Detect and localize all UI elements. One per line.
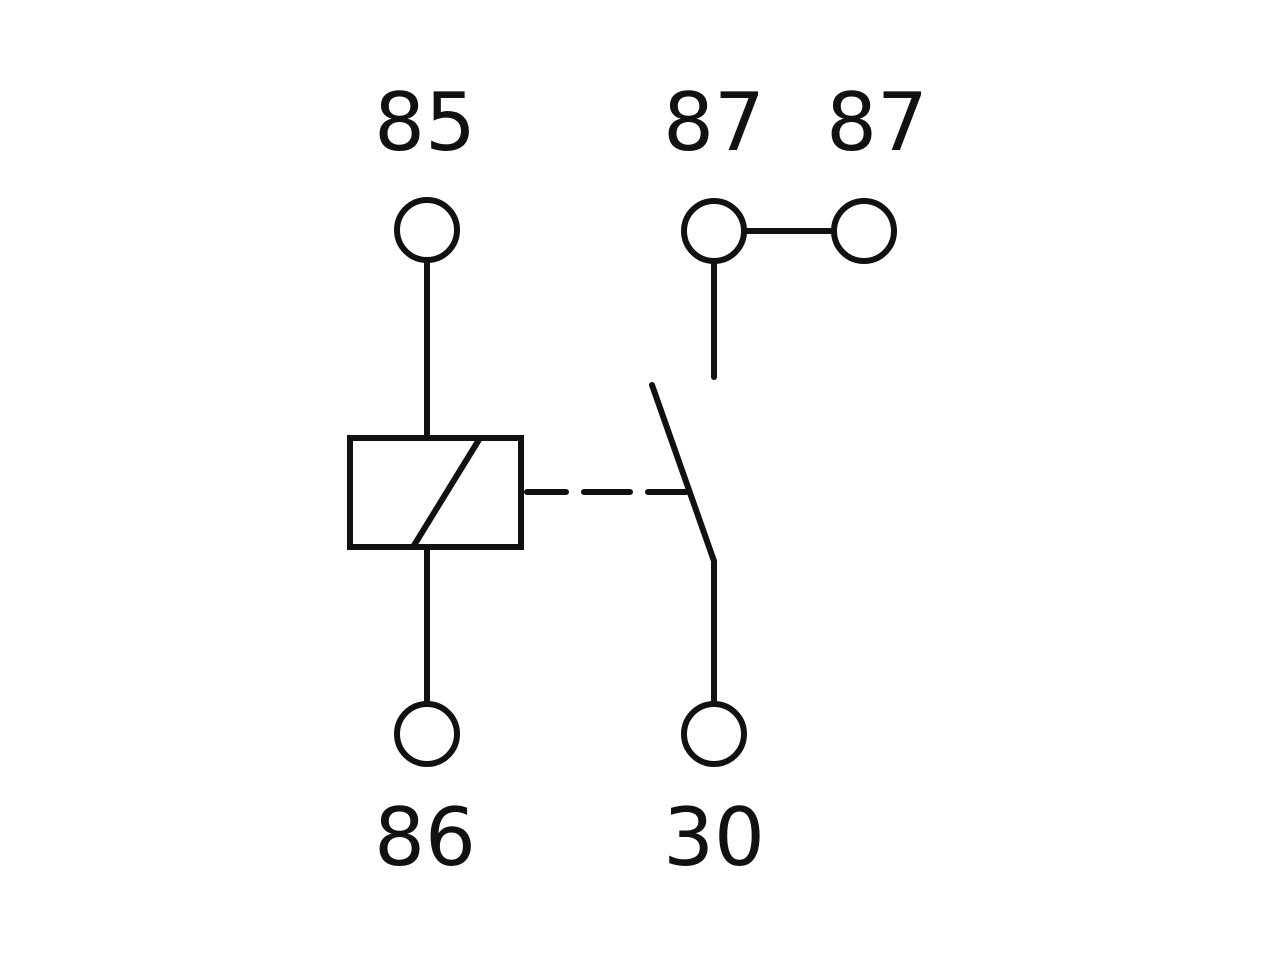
terminal-85: [394, 197, 460, 263]
terminal-86: [394, 701, 460, 767]
terminal-87-left: [681, 198, 747, 264]
label-87-right: 87: [826, 76, 928, 169]
label-87-left: 87: [663, 76, 765, 169]
relay-coil: [347, 435, 524, 550]
switch-arm: [649, 382, 717, 564]
terminal-87-right: [831, 198, 897, 264]
terminal-30: [681, 701, 747, 767]
label-86: 86: [374, 791, 476, 884]
label-85: 85: [374, 76, 476, 169]
label-30: 30: [663, 791, 765, 884]
coil-diagonal: [410, 435, 483, 550]
